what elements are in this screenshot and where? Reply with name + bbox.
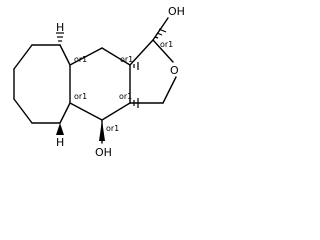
bond [69,47,103,66]
bond [152,39,174,63]
bond [69,102,103,121]
atom-label-oh-bottom: OH [95,146,112,159]
bond [59,102,71,124]
hashed-bond [133,98,139,108]
stereo-label-c4a: or1 [74,92,87,101]
atom-label-h-bottom: H [56,136,64,149]
bond [13,98,33,124]
stereo-label-c9a: or1 [120,55,133,64]
stereo-label-c1: or1 [160,40,173,49]
wedge-bond [56,123,64,135]
bond [162,76,177,104]
atom-label-oh-top: OH [168,5,185,18]
structure-drawing: OH O OH H H or1 or1 or1 or1 or1 or1 [13,5,185,159]
bond [129,39,154,66]
stereo-label-c3a: or1 [119,92,132,101]
bond [101,102,131,121]
hashed-bond [56,32,64,42]
atom-label-h-top: H [56,21,64,34]
bond [59,44,71,66]
wedge-bond [99,120,105,141]
bond [13,44,33,70]
hashed-bond [154,28,167,39]
atom-label-o-ring: O [170,64,179,77]
molecule-structure: OH O OH H H or1 or1 or1 or1 or1 or1 [0,0,212,168]
hashed-bond [133,62,139,70]
bond [101,47,131,66]
stereo-label-c4: or1 [106,124,119,133]
stereo-label-c8a: or1 [74,55,87,64]
